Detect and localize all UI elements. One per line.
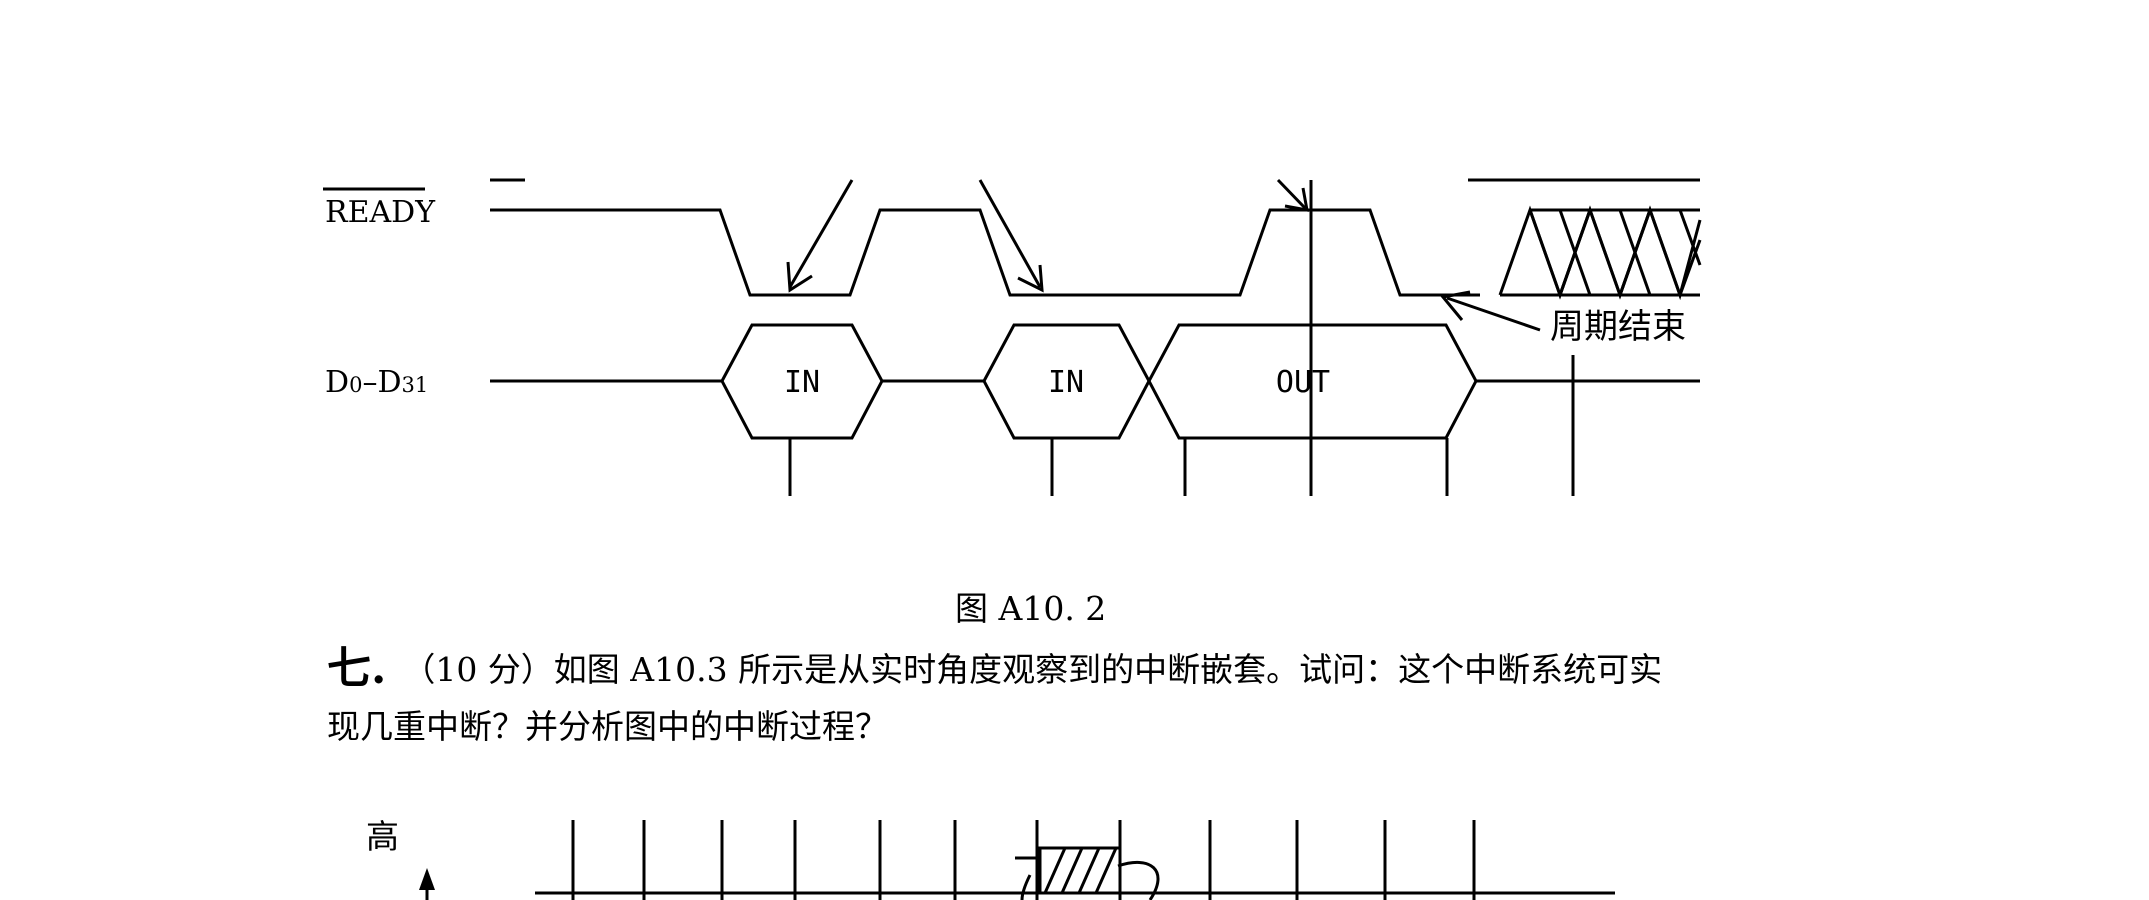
question-text-line-2: 现几重中断？并分析图中的中断过程？ [327, 707, 888, 746]
ready-undefined-region [1498, 205, 1702, 301]
ready-signal-label: READY [325, 195, 436, 230]
interrupt-nesting-figure [419, 820, 1615, 900]
cycle-end-label: 周期结束 [1550, 307, 1686, 347]
bus-cycle-label-3: OUT [1276, 365, 1330, 400]
cycle-end-arrow [1440, 290, 1541, 332]
bus-cycle-label-2: IN [1048, 365, 1084, 400]
sample-arrow-2 [978, 179, 1044, 293]
sample-arrow-3 [1276, 178, 1309, 212]
bus-sample-ticks [788, 438, 1449, 496]
question-number: 七. [327, 643, 387, 694]
bus-cycle-label-1: IN [784, 365, 820, 400]
sample-arrow-1 [786, 179, 854, 293]
y-axis-label: 高 [366, 817, 399, 856]
data-bus-label: D0–D31 [325, 365, 428, 400]
question-seven: 七. （10 分）如图 A10.3 所示是从实时角度观察到的中断嵌套。试问：这个中… [327, 640, 1887, 755]
ready-waveform [490, 208, 1480, 297]
y-axis-arrow-icon [419, 868, 435, 890]
question-text-line-1: （10 分）如图 A10.3 所示是从实时角度观察到的中断嵌套。试问：这个中断系… [402, 650, 1663, 689]
figure-caption: 图 A10. 2 [955, 589, 1107, 628]
